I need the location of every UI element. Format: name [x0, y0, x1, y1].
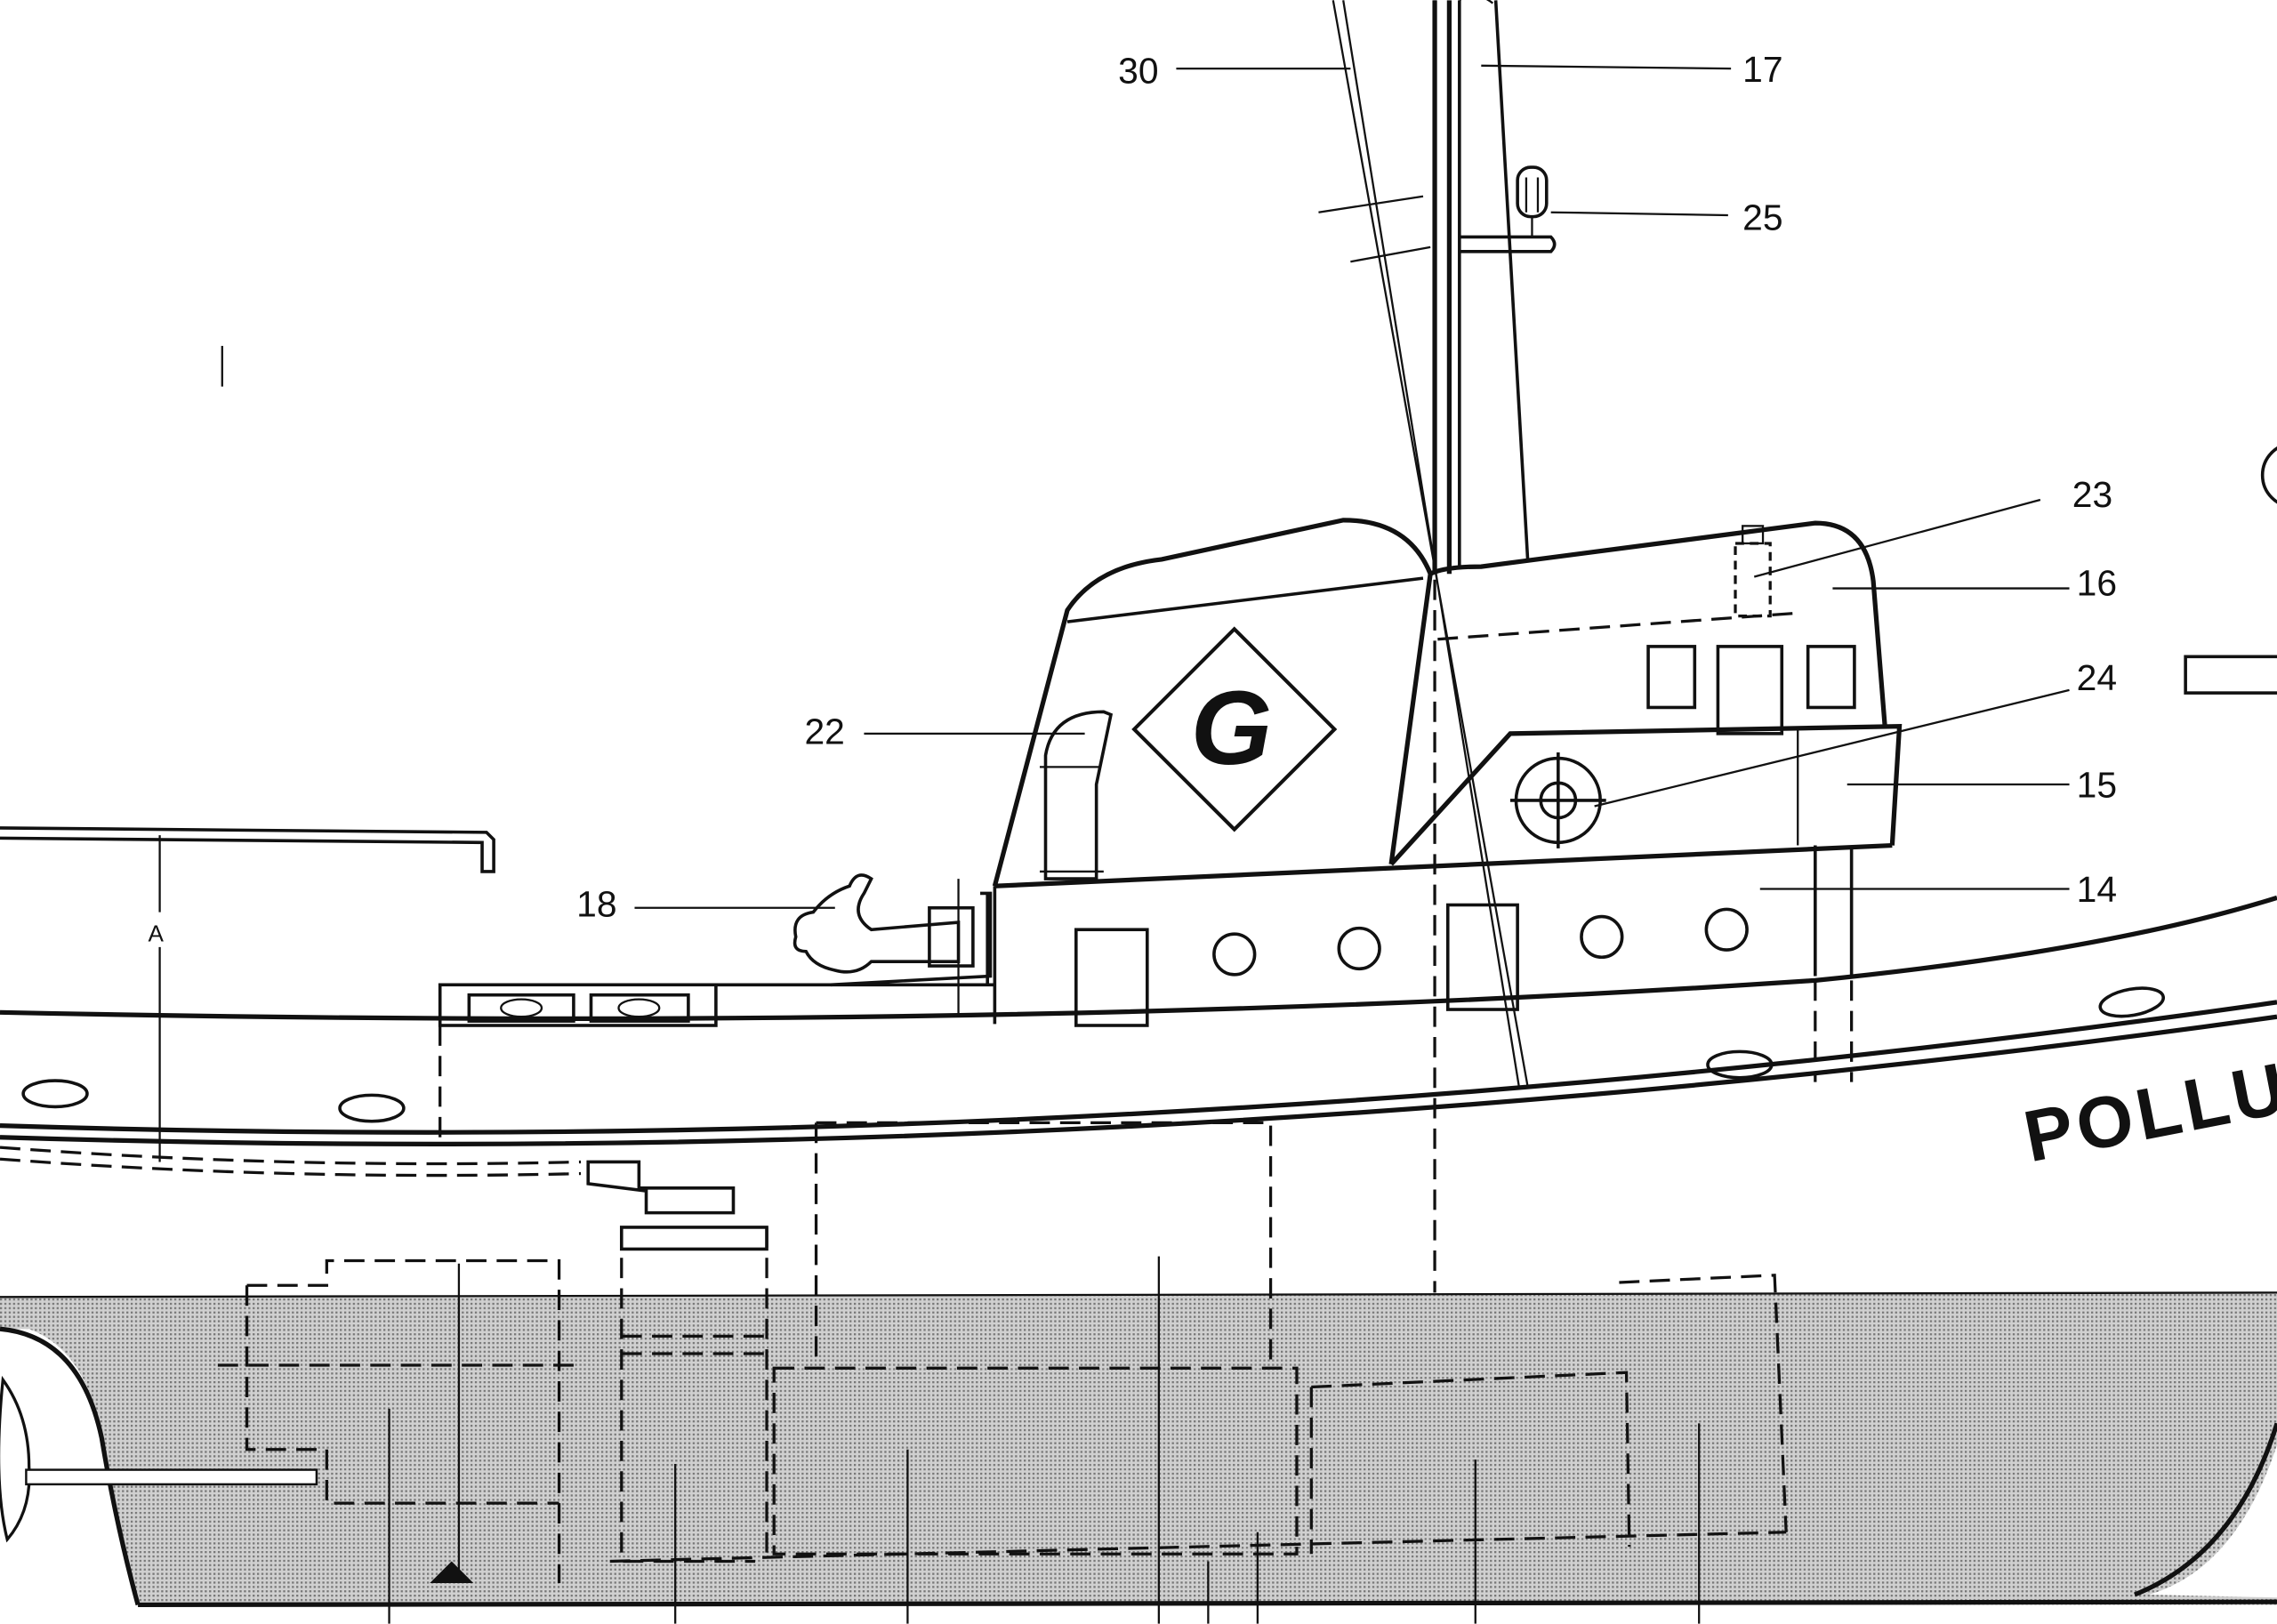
wheelhouse-window: [1716, 645, 1784, 736]
waterline: [0, 1291, 2277, 1298]
lifebuoy-icon: [1509, 752, 1606, 848]
bow-curve: [2134, 1422, 2277, 1597]
funnel-logo: G: [1131, 626, 1338, 832]
stay-fittings: [1318, 195, 1431, 263]
stern-curve: [0, 1326, 141, 1606]
wheelhouse-window: [1646, 645, 1697, 710]
wheelhouse-window: [1806, 645, 1856, 710]
callout-18: 18: [576, 884, 616, 925]
bridge-deck: [1389, 724, 1903, 866]
forward-structure: [2184, 655, 2277, 695]
wheelhouse: [1428, 520, 1887, 727]
callout-16: 16: [2077, 563, 2117, 604]
leader-lines: [634, 64, 2070, 909]
callout-30: 30: [1118, 50, 1158, 91]
callout-22: 22: [804, 711, 844, 752]
ventilator-icon: [1039, 710, 1114, 880]
svg-text:G: G: [1191, 670, 1272, 786]
mast-light-icon: [1459, 165, 1557, 253]
section-mark-a: A: [149, 920, 165, 946]
propeller-icon: [0, 1375, 318, 1543]
funnel-casing: [992, 518, 1433, 887]
ship-name: POLLU: [2018, 1047, 2277, 1178]
callout-15: 15: [2077, 765, 2117, 806]
deckhouse: [986, 842, 1893, 1082]
callout-23: 23: [2072, 474, 2112, 515]
hull-porthole: [338, 1093, 406, 1123]
stay-wire: [1332, 0, 1529, 1087]
hull-porthole: [2098, 986, 2165, 1018]
hull-porthole: [1706, 1049, 1774, 1080]
callout-14: 14: [2077, 869, 2117, 910]
forward-light: [2260, 446, 2277, 504]
casing-top-line: [1066, 576, 1424, 623]
mast: [1432, 0, 1530, 575]
horn-icon: [1734, 525, 1772, 618]
hull-side: [0, 0, 2277, 1293]
callout-17: 17: [1742, 49, 1782, 90]
internal-machinery: [0, 1121, 1788, 1624]
aft-railing: [0, 826, 495, 873]
towing-hook-icon: [793, 873, 993, 1014]
hull-porthole: [21, 1079, 89, 1109]
callout-24: 24: [2077, 657, 2117, 698]
callout-25: 25: [1742, 197, 1782, 237]
underwater-hull: [0, 1292, 2277, 1605]
